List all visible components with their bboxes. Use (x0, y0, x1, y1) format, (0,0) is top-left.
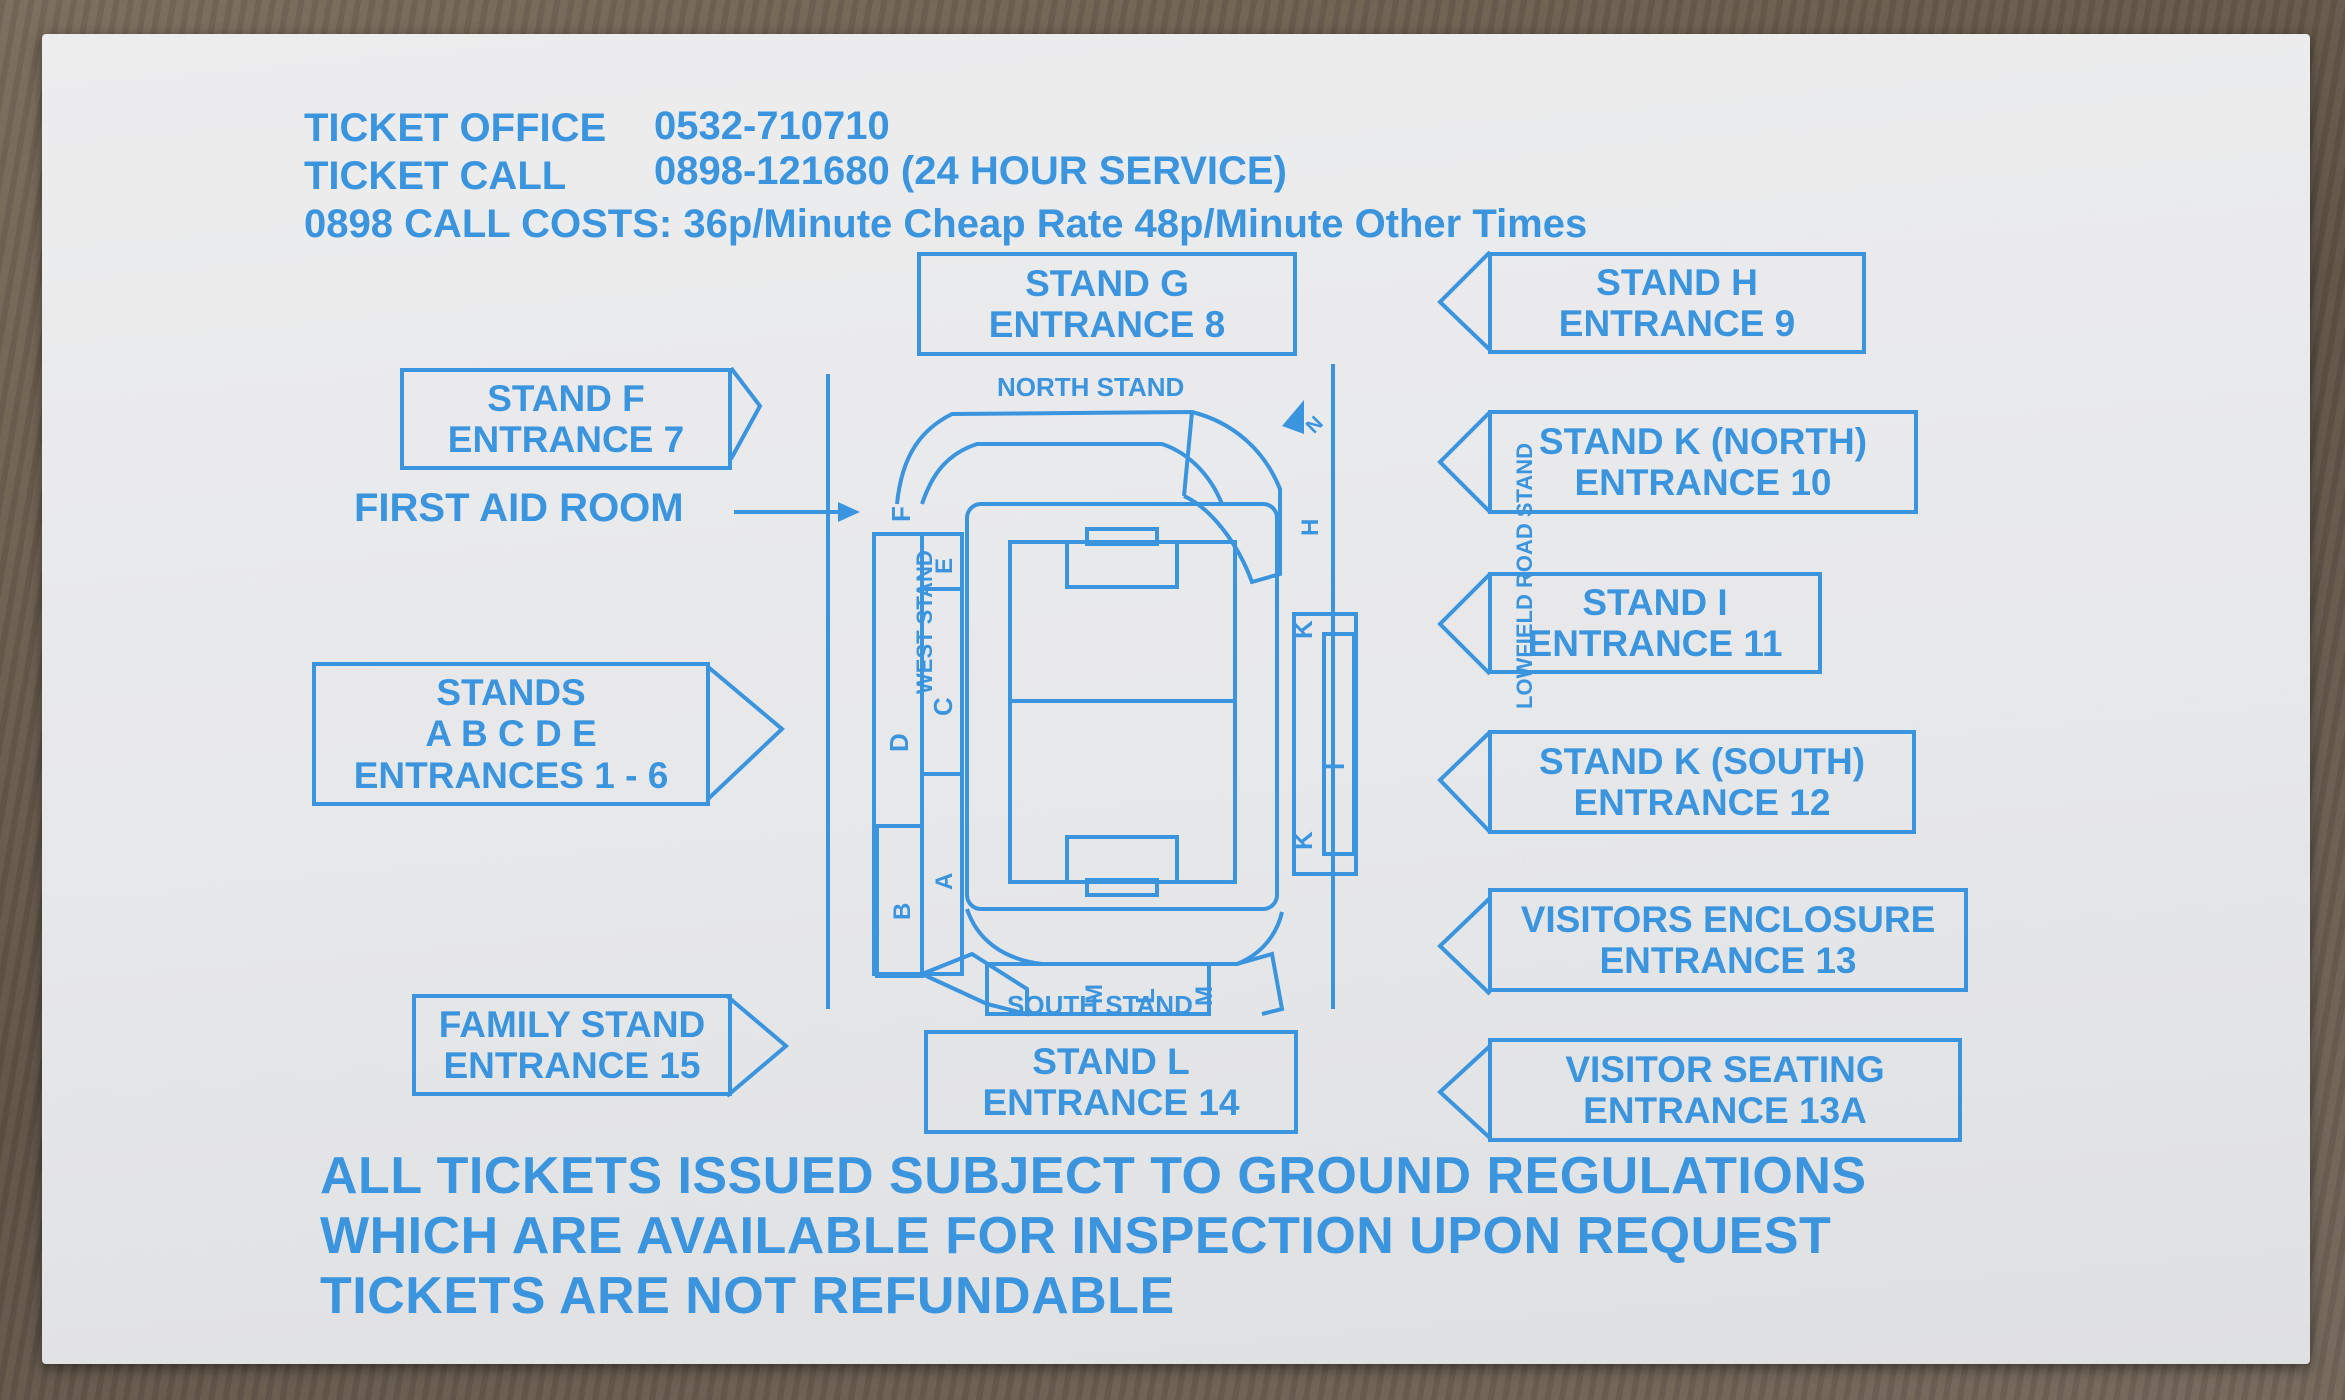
entrance-box-stand-k-north: STAND K (NORTH) ENTRANCE 10 (1488, 410, 1918, 514)
family-stand-line-1: FAMILY STAND (438, 1003, 706, 1045)
north-goal (1085, 527, 1159, 546)
southeast-corner (1236, 951, 1285, 1016)
regulations-line-1: ALL TICKETS ISSUED SUBJECT TO GROUND REG… (320, 1147, 1867, 1205)
north-arrow-icon (1282, 400, 1304, 434)
stand-a-letter: A (931, 873, 958, 890)
stand-g-line-1: STAND G (1025, 262, 1189, 304)
ticket-call-number: 0898-121680 (24 HOUR SERVICE) (654, 149, 1287, 193)
north-stand-inner (920, 442, 1224, 505)
entrance-box-family-stand: FAMILY STAND ENTRANCE 15 (412, 994, 732, 1096)
entrance-box-stand-k-south: STAND K (SOUTH) ENTRANCE 12 (1488, 730, 1916, 834)
south-goal (1085, 878, 1159, 897)
stand-h-line-2: ENTRANCE 9 (1558, 303, 1796, 344)
entrance-box-visitor-seating: VISITOR SEATING ENTRANCE 13A (1488, 1038, 1962, 1142)
pitch (1008, 540, 1237, 884)
pointer-f (729, 366, 763, 460)
southwest-corner (921, 951, 1029, 1017)
stand-l-line-2: ENTRANCE 14 (982, 1082, 1240, 1123)
entrance-box-stand-g: STAND G ENTRANCE 8 (917, 252, 1297, 356)
pointer-visitors-enclosure (1437, 896, 1492, 996)
stand-l-letter: L (1130, 988, 1160, 1004)
refund-notice: TICKETS ARE NOT REFUNDABLE (320, 1267, 1175, 1325)
stand-k-south-line-2: ENTRANCE 12 (1573, 782, 1831, 823)
stands-abcde-line-1: STANDS (436, 671, 586, 713)
south-stand-label: SOUTH STAND (1007, 990, 1193, 1020)
stands-abcde-line-3: ENTRANCES 1 - 6 (353, 754, 669, 796)
entrance-box-stand-i: STAND I ENTRANCE 11 (1488, 572, 1822, 674)
pointer-family (725, 994, 790, 1098)
family-stand-line-2: ENTRANCE 15 (443, 1045, 701, 1086)
stands-ce-block (920, 532, 964, 976)
stand-h-divider (1182, 411, 1194, 497)
entrance-box-stand-l: STAND L ENTRANCE 14 (924, 1030, 1298, 1134)
entrance-box-stand-f: STAND F ENTRANCE 7 (400, 368, 732, 470)
compass-letter: N (1302, 412, 1328, 438)
stand-k-north-letter: K (1288, 620, 1318, 639)
stand-i-line-1: STAND I (1582, 581, 1728, 623)
stand-f-line-2: ENTRANCE 7 (447, 419, 685, 460)
pointer-abcde (705, 664, 786, 802)
stand-m-west-letter: M (1081, 984, 1108, 1004)
stand-b-block (875, 824, 924, 978)
stand-m-east-letter: M (1191, 986, 1218, 1006)
stands-abcde-line-2: A B C D E (425, 713, 597, 755)
stadium-map: F E C D A B H K K I M M L N NORTH STAND … (705, 250, 1537, 1140)
stand-f-line-1: STAND F (487, 377, 645, 419)
north-stand-outline (895, 409, 1282, 585)
visitor-seating-line-1: VISITOR SEATING (1565, 1048, 1885, 1090)
visitor-seating-line-2: ENTRANCE 13A (1583, 1090, 1867, 1131)
stand-i-letter: I (1320, 763, 1350, 770)
pointer-h (1437, 250, 1492, 352)
ticket-office-label: TICKET OFFICE (304, 106, 607, 150)
stand-f-letter: F (886, 506, 916, 522)
pointer-k-north (1437, 410, 1492, 514)
visitors-enclosure-line-2: ENTRANCE 13 (1599, 940, 1857, 981)
entrance-box-stand-h: STAND H ENTRANCE 9 (1488, 252, 1866, 354)
stand-l-line-1: STAND L (1032, 1040, 1190, 1082)
stand-g-line-2: ENTRANCE 8 (988, 304, 1226, 345)
south-penalty-box (1065, 835, 1179, 884)
pointer-i (1437, 572, 1492, 676)
call-costs-line: 0898 CALL COSTS: 36p/Minute Cheap Rate 4… (304, 202, 1588, 246)
stand-h-line-1: STAND H (1596, 261, 1758, 303)
ticket-call-label: TICKET CALL (304, 154, 567, 198)
north-stand-label: NORTH STAND (997, 372, 1184, 402)
regulations-line-2: WHICH ARE AVAILABLE FOR INSPECTION UPON … (320, 1207, 1832, 1265)
pointer-visitor-seating (1437, 1044, 1492, 1140)
stand-k-south-letter: K (1288, 831, 1318, 850)
south-stand-curve (965, 908, 1284, 966)
stand-k-north-line-2: ENTRANCE 10 (1574, 462, 1832, 503)
north-penalty-box (1065, 540, 1179, 589)
pointer-k-south (1437, 730, 1492, 834)
stand-surround (965, 502, 1279, 911)
stand-k-south-line-1: STAND K (SOUTH) (1538, 740, 1866, 782)
west-stand-label: WEST STAND (912, 550, 937, 694)
stand-e-letter: E (931, 558, 958, 574)
stand-i-line-2: ENTRANCE 11 (1527, 623, 1783, 664)
stand-k-north-line-1: STAND K (NORTH) (1538, 420, 1868, 462)
entrance-box-visitors-enclosure: VISITORS ENCLOSURE ENTRANCE 13 (1488, 888, 1968, 992)
stand-i-inner (1322, 632, 1356, 856)
stand-c-letter: C (928, 697, 958, 716)
ticket-office-number: 0532-710710 (654, 104, 890, 148)
stand-d-letter: D (884, 733, 914, 752)
first-aid-label: FIRST AID ROOM (354, 486, 684, 530)
ticket-card: TICKET OFFICE 0532-710710 TICKET CALL 08… (42, 34, 2310, 1364)
stand-b-letter: B (889, 903, 916, 920)
stand-h-letter: H (1297, 519, 1324, 536)
entrance-box-stands-abcde: STANDS A B C D E ENTRANCES 1 - 6 (312, 662, 710, 806)
visitors-enclosure-line-1: VISITORS ENCLOSURE (1520, 898, 1936, 940)
first-aid-arrow-head (838, 502, 860, 522)
stand-l-block (985, 962, 1211, 1016)
